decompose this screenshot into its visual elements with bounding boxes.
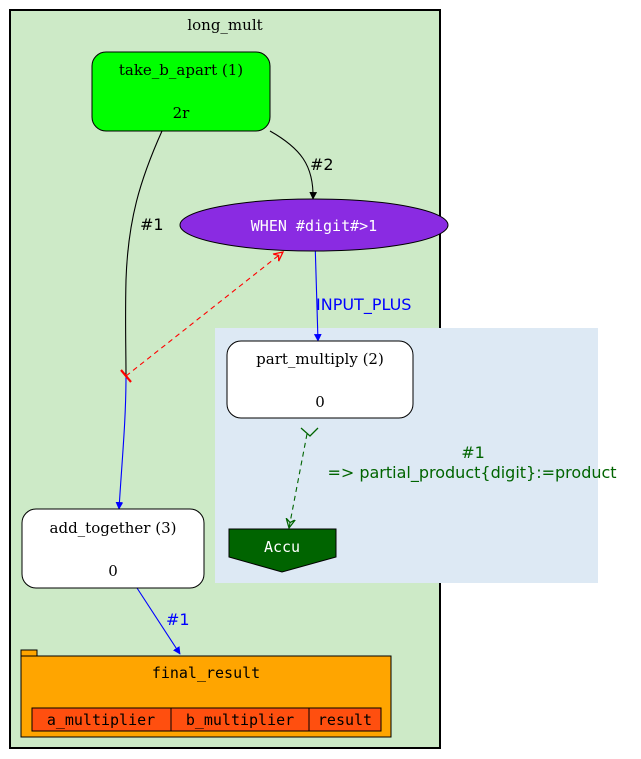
add-together-box bbox=[21, 508, 205, 589]
edge-label-accu-assign: => partial_product{digit}:=product bbox=[327, 463, 616, 483]
node-accu[interactable]: Accu bbox=[228, 528, 337, 573]
add-together-count: 0 bbox=[108, 562, 118, 580]
edge-join-to-add-together bbox=[115, 375, 127, 510]
take-b-apart-title: take_b_apart (1) bbox=[119, 61, 243, 79]
semaphore-tee-marker bbox=[120, 369, 132, 383]
edge-take-b-apart-to-when bbox=[269, 130, 318, 200]
cluster-title: long_mult bbox=[187, 16, 262, 34]
edges: #2 #1 INPUT_PLUS #1 => partial_product{d… bbox=[115, 130, 617, 655]
accu-shape bbox=[228, 528, 337, 573]
part-multiply-count: 0 bbox=[315, 393, 325, 411]
accu-label: Accu bbox=[264, 538, 300, 556]
part-multiply-title: part_multiply (2) bbox=[256, 350, 384, 368]
final-result-cell-text-b-multiplier: b_multiplier bbox=[186, 711, 294, 729]
node-when-condition[interactable]: WHEN #digit#>1 bbox=[179, 198, 449, 252]
edge-add-together-to-final-result bbox=[136, 587, 181, 655]
final-result-cell-result bbox=[308, 707, 382, 732]
edge-semaphore-to-when bbox=[125, 252, 283, 377]
node-add-together[interactable]: add_together (3) 0 bbox=[21, 508, 205, 589]
final-result-cell-text-result: result bbox=[318, 711, 372, 729]
take-b-apart-box bbox=[91, 51, 271, 132]
edge-take-b-apart-to-join bbox=[125, 130, 163, 377]
edge-label-final: #1 bbox=[166, 610, 190, 629]
take-b-apart-count: 2r bbox=[173, 104, 191, 122]
when-ellipse bbox=[179, 198, 449, 252]
node-final-result[interactable]: final_result a_multiplier b_multiplier r… bbox=[20, 649, 392, 738]
final-result-cell-text-a-multiplier: a_multiplier bbox=[47, 711, 155, 729]
edge-label-input-plus: INPUT_PLUS bbox=[316, 295, 411, 315]
edge-label-1: #1 bbox=[140, 215, 164, 234]
when-label: WHEN #digit#>1 bbox=[251, 217, 377, 235]
add-together-title: add_together (3) bbox=[50, 519, 177, 537]
edge-label-2: #2 bbox=[310, 155, 334, 174]
part-multiply-box bbox=[226, 340, 414, 419]
node-take-b-apart[interactable]: take_b_apart (1) 2r bbox=[91, 51, 271, 132]
node-part-multiply[interactable]: part_multiply (2) 0 bbox=[226, 340, 414, 419]
edge-label-accu-index: #1 bbox=[461, 443, 485, 462]
edge-part-multiply-to-accu bbox=[289, 433, 308, 528]
final-result-title: final_result bbox=[152, 664, 260, 682]
accu-tail-marker bbox=[300, 427, 319, 437]
